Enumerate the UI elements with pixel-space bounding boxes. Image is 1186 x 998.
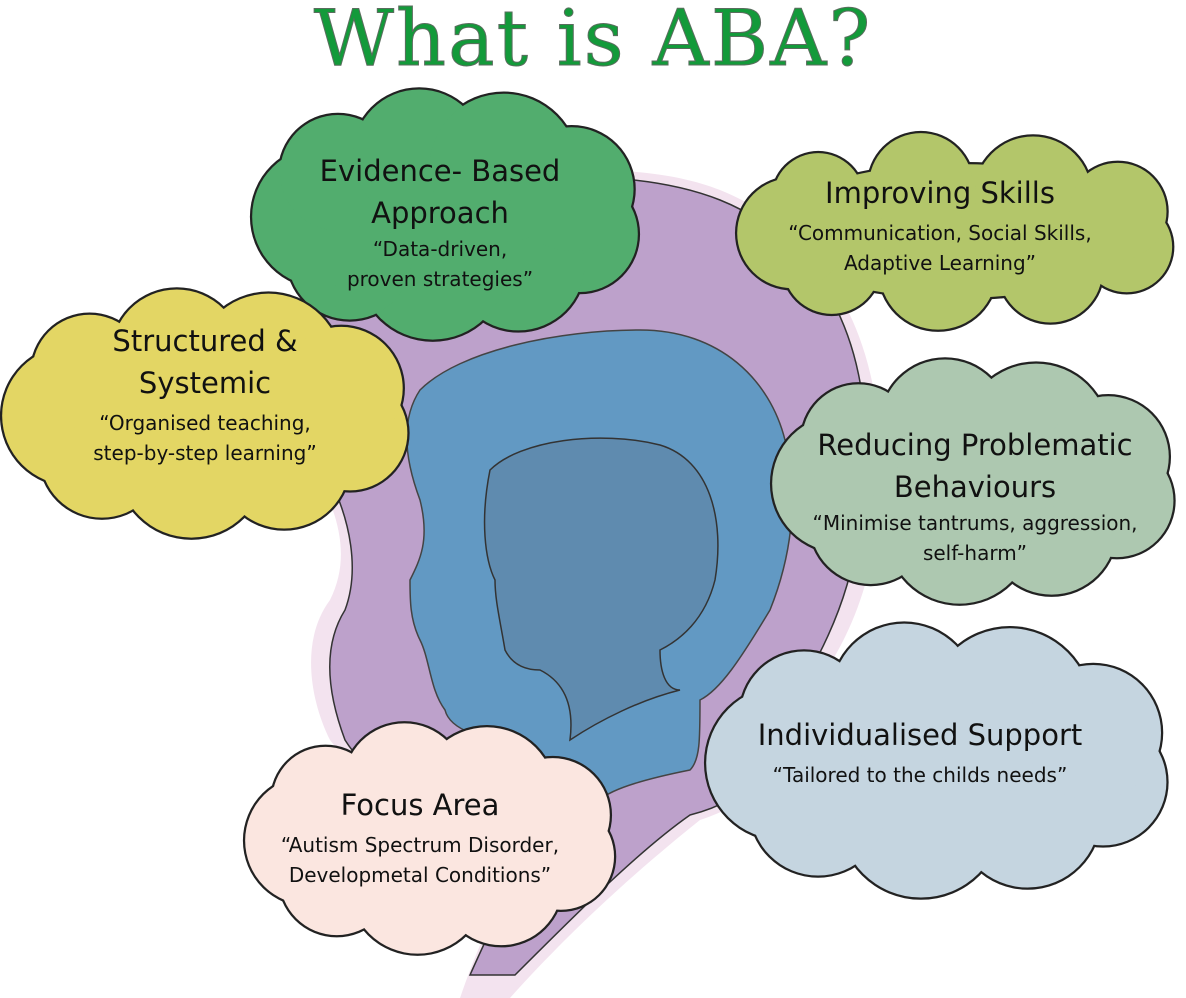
- cloud-title: Individualised Support: [757, 718, 1083, 752]
- page-title: What is ABA?: [313, 0, 873, 85]
- cloud-shape-skills: [734, 130, 1175, 332]
- cloud-title: Reducing Problematic Behaviours: [817, 428, 1133, 504]
- cloud-title: Improving Skills: [825, 176, 1055, 210]
- cloud-shape-structured: [0, 287, 410, 540]
- cloud-individualised-support: Individualised Support “Tailored to the …: [720, 714, 1120, 790]
- cloud-reducing-behaviours: Reducing Problematic Behaviours “Minimis…: [790, 424, 1160, 568]
- cloud-title: Structured & Systemic: [112, 324, 298, 400]
- head-inner-silhouette: [483, 437, 719, 742]
- cloud-shape-reducing: [769, 357, 1176, 606]
- cloud-quote: “Autism Spectrum Disorder, Developmetal …: [280, 833, 560, 887]
- cloud-shape-individual: [703, 621, 1169, 900]
- cloud-shape-focus: [242, 721, 617, 956]
- cloud-title: Focus Area: [340, 788, 500, 822]
- cloud-quote: “Tailored to the childs needs”: [772, 763, 1068, 787]
- cloud-structured-systemic: Structured & Systemic “Organised teachin…: [60, 320, 350, 468]
- cloud-quote: “Organised teaching, step-by-step learni…: [93, 411, 317, 465]
- cloud-quote: “Data-driven, proven strategies”: [346, 237, 534, 291]
- cloud-title: Evidence- Based Approach: [319, 154, 561, 230]
- cloud-quote: “Communication, Social Skills, Adaptive …: [788, 221, 1092, 275]
- cloud-quote: “Minimise tantrums, aggression, self-har…: [812, 511, 1138, 565]
- cloud-improving-skills: Improving Skills “Communication, Social …: [760, 172, 1120, 278]
- cloud-focus-area: Focus Area “Autism Spectrum Disorder, De…: [260, 784, 580, 890]
- cloud-evidence-based-approach: Evidence- Based Approach “Data-driven, p…: [290, 150, 590, 294]
- cloud-shape-evidence: [249, 87, 641, 342]
